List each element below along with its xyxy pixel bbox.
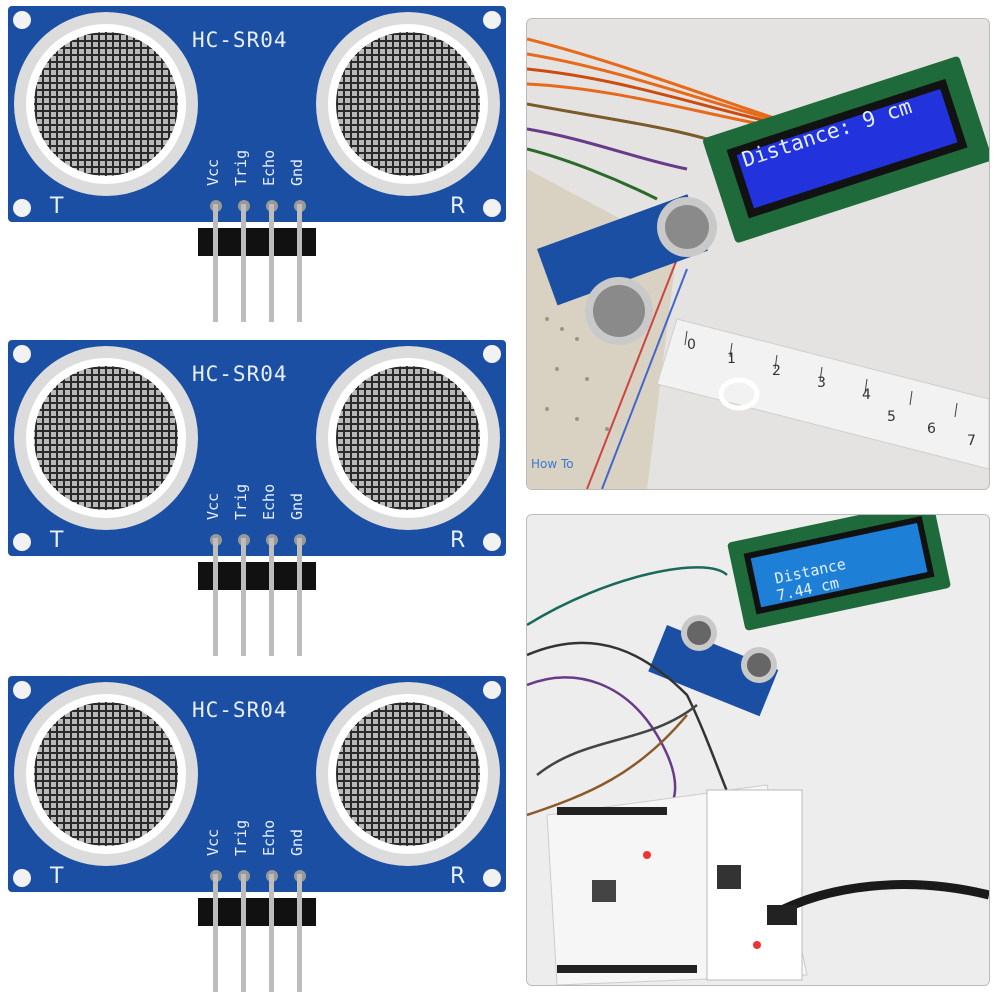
- receiver-mark: R: [450, 194, 466, 219]
- pin-label-trig: Trig: [232, 483, 250, 520]
- pin-label-gnd: Gnd: [288, 492, 306, 520]
- ruler-number-2: 2: [772, 363, 781, 379]
- pin-label-echo: Echo: [260, 819, 278, 856]
- ruler-number-0: 0: [687, 337, 696, 353]
- pin-label-trig: Trig: [232, 819, 250, 856]
- sensor-board-2: HC-SR04 Vcc Trig Echo Gnd T R: [8, 340, 506, 656]
- ruler-number-7: 7: [967, 433, 976, 449]
- transmitter-mark: T: [50, 528, 64, 553]
- pin-label-echo: Echo: [260, 483, 278, 520]
- pin-label-gnd: Gnd: [288, 158, 306, 186]
- model-label: HC-SR04: [192, 28, 288, 52]
- sensor-board-1: HC-SR04 Vcc Trig Echo Gnd T R: [8, 6, 506, 322]
- watermark-text: How To: [531, 457, 574, 471]
- receiver-mark: R: [450, 864, 466, 889]
- transmitter-mark: T: [50, 864, 64, 889]
- pin-label-vcc: Vcc: [204, 158, 222, 186]
- ruler-number-6: 6: [927, 421, 936, 437]
- pin-label-vcc: Vcc: [204, 492, 222, 520]
- photo-lcd-microcontroller-setup: Distance 7.44 cm: [526, 514, 990, 986]
- ruler-number-1: 1: [727, 351, 736, 367]
- ruler-number-3: 3: [817, 375, 826, 391]
- sensor-board-3: HC-SR04 Vcc Trig Echo Gnd T R: [8, 676, 506, 992]
- transmitter-mark: T: [50, 194, 64, 219]
- pin-label-vcc: Vcc: [204, 828, 222, 856]
- receiver-mark: R: [450, 528, 466, 553]
- model-label: HC-SR04: [192, 698, 288, 722]
- pin-label-echo: Echo: [260, 149, 278, 186]
- photo-lcd-ruler-setup: Distance: 9 cm 0 1 2 3 4 5 6 7 How To: [526, 18, 990, 490]
- ruler-number-4: 4: [862, 387, 871, 403]
- ruler-number-5: 5: [887, 409, 896, 425]
- pin-label-gnd: Gnd: [288, 828, 306, 856]
- model-label: HC-SR04: [192, 362, 288, 386]
- pin-label-trig: Trig: [232, 149, 250, 186]
